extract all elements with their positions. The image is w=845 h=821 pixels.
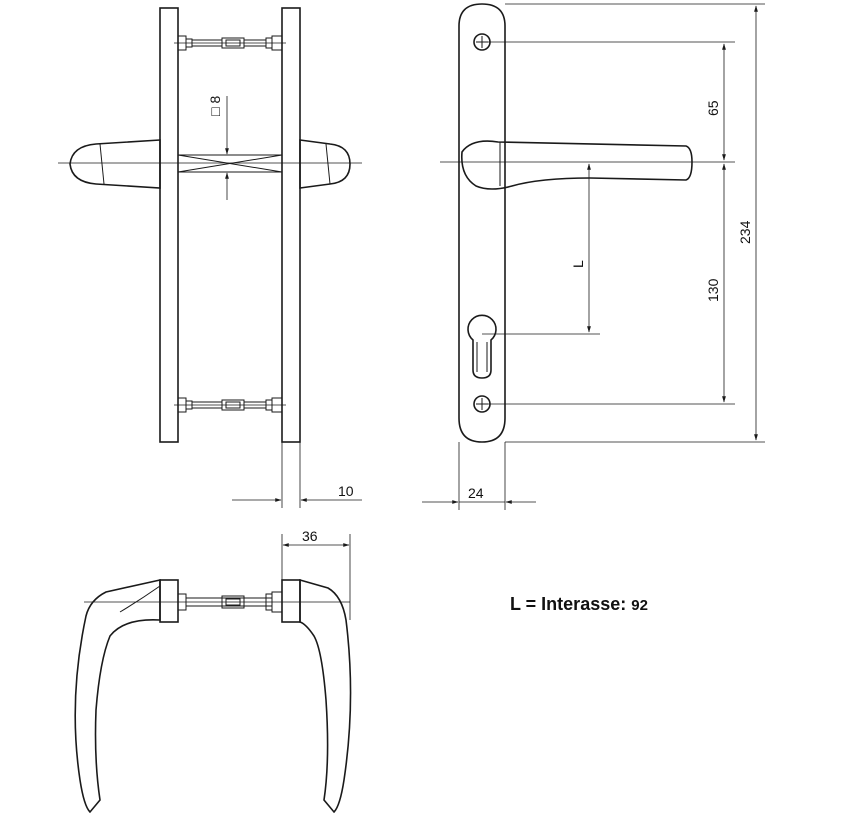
right-lever-grip — [299, 139, 351, 189]
dim-lower-screw-label: 130 — [705, 278, 721, 302]
interasse-label: L = Interasse: — [510, 594, 627, 614]
dim-top-screw-label: 65 — [705, 100, 721, 116]
dim-center-distance-label: L — [570, 260, 586, 268]
top-view-left-lever — [74, 579, 161, 814]
top-view-left-plate — [159, 579, 179, 623]
square-size-label: □8 — [207, 96, 223, 116]
left-plate — [159, 7, 179, 443]
top-view — [74, 534, 352, 814]
interasse-legend: L = Interasse: 92 — [510, 594, 648, 615]
front-view — [58, 7, 362, 508]
dim-total-height-label: 234 — [737, 220, 753, 244]
thickness-label: 10 — [338, 483, 354, 499]
side-view — [422, 3, 765, 510]
cylinder-hole — [467, 314, 497, 379]
interasse-value: 92 — [631, 597, 648, 614]
left-lever-grip — [69, 139, 161, 189]
projection-label: 36 — [302, 528, 318, 544]
square-spindle — [177, 154, 283, 173]
bottom-screw-assembly — [174, 397, 286, 413]
side-lever — [460, 140, 693, 190]
long-plate — [458, 3, 506, 443]
top-screw-assembly — [174, 35, 286, 51]
top-view-right-plate — [281, 579, 301, 623]
plate-width-label: 24 — [468, 485, 484, 501]
top-view-right-lever — [299, 578, 352, 814]
right-plate — [281, 7, 301, 443]
